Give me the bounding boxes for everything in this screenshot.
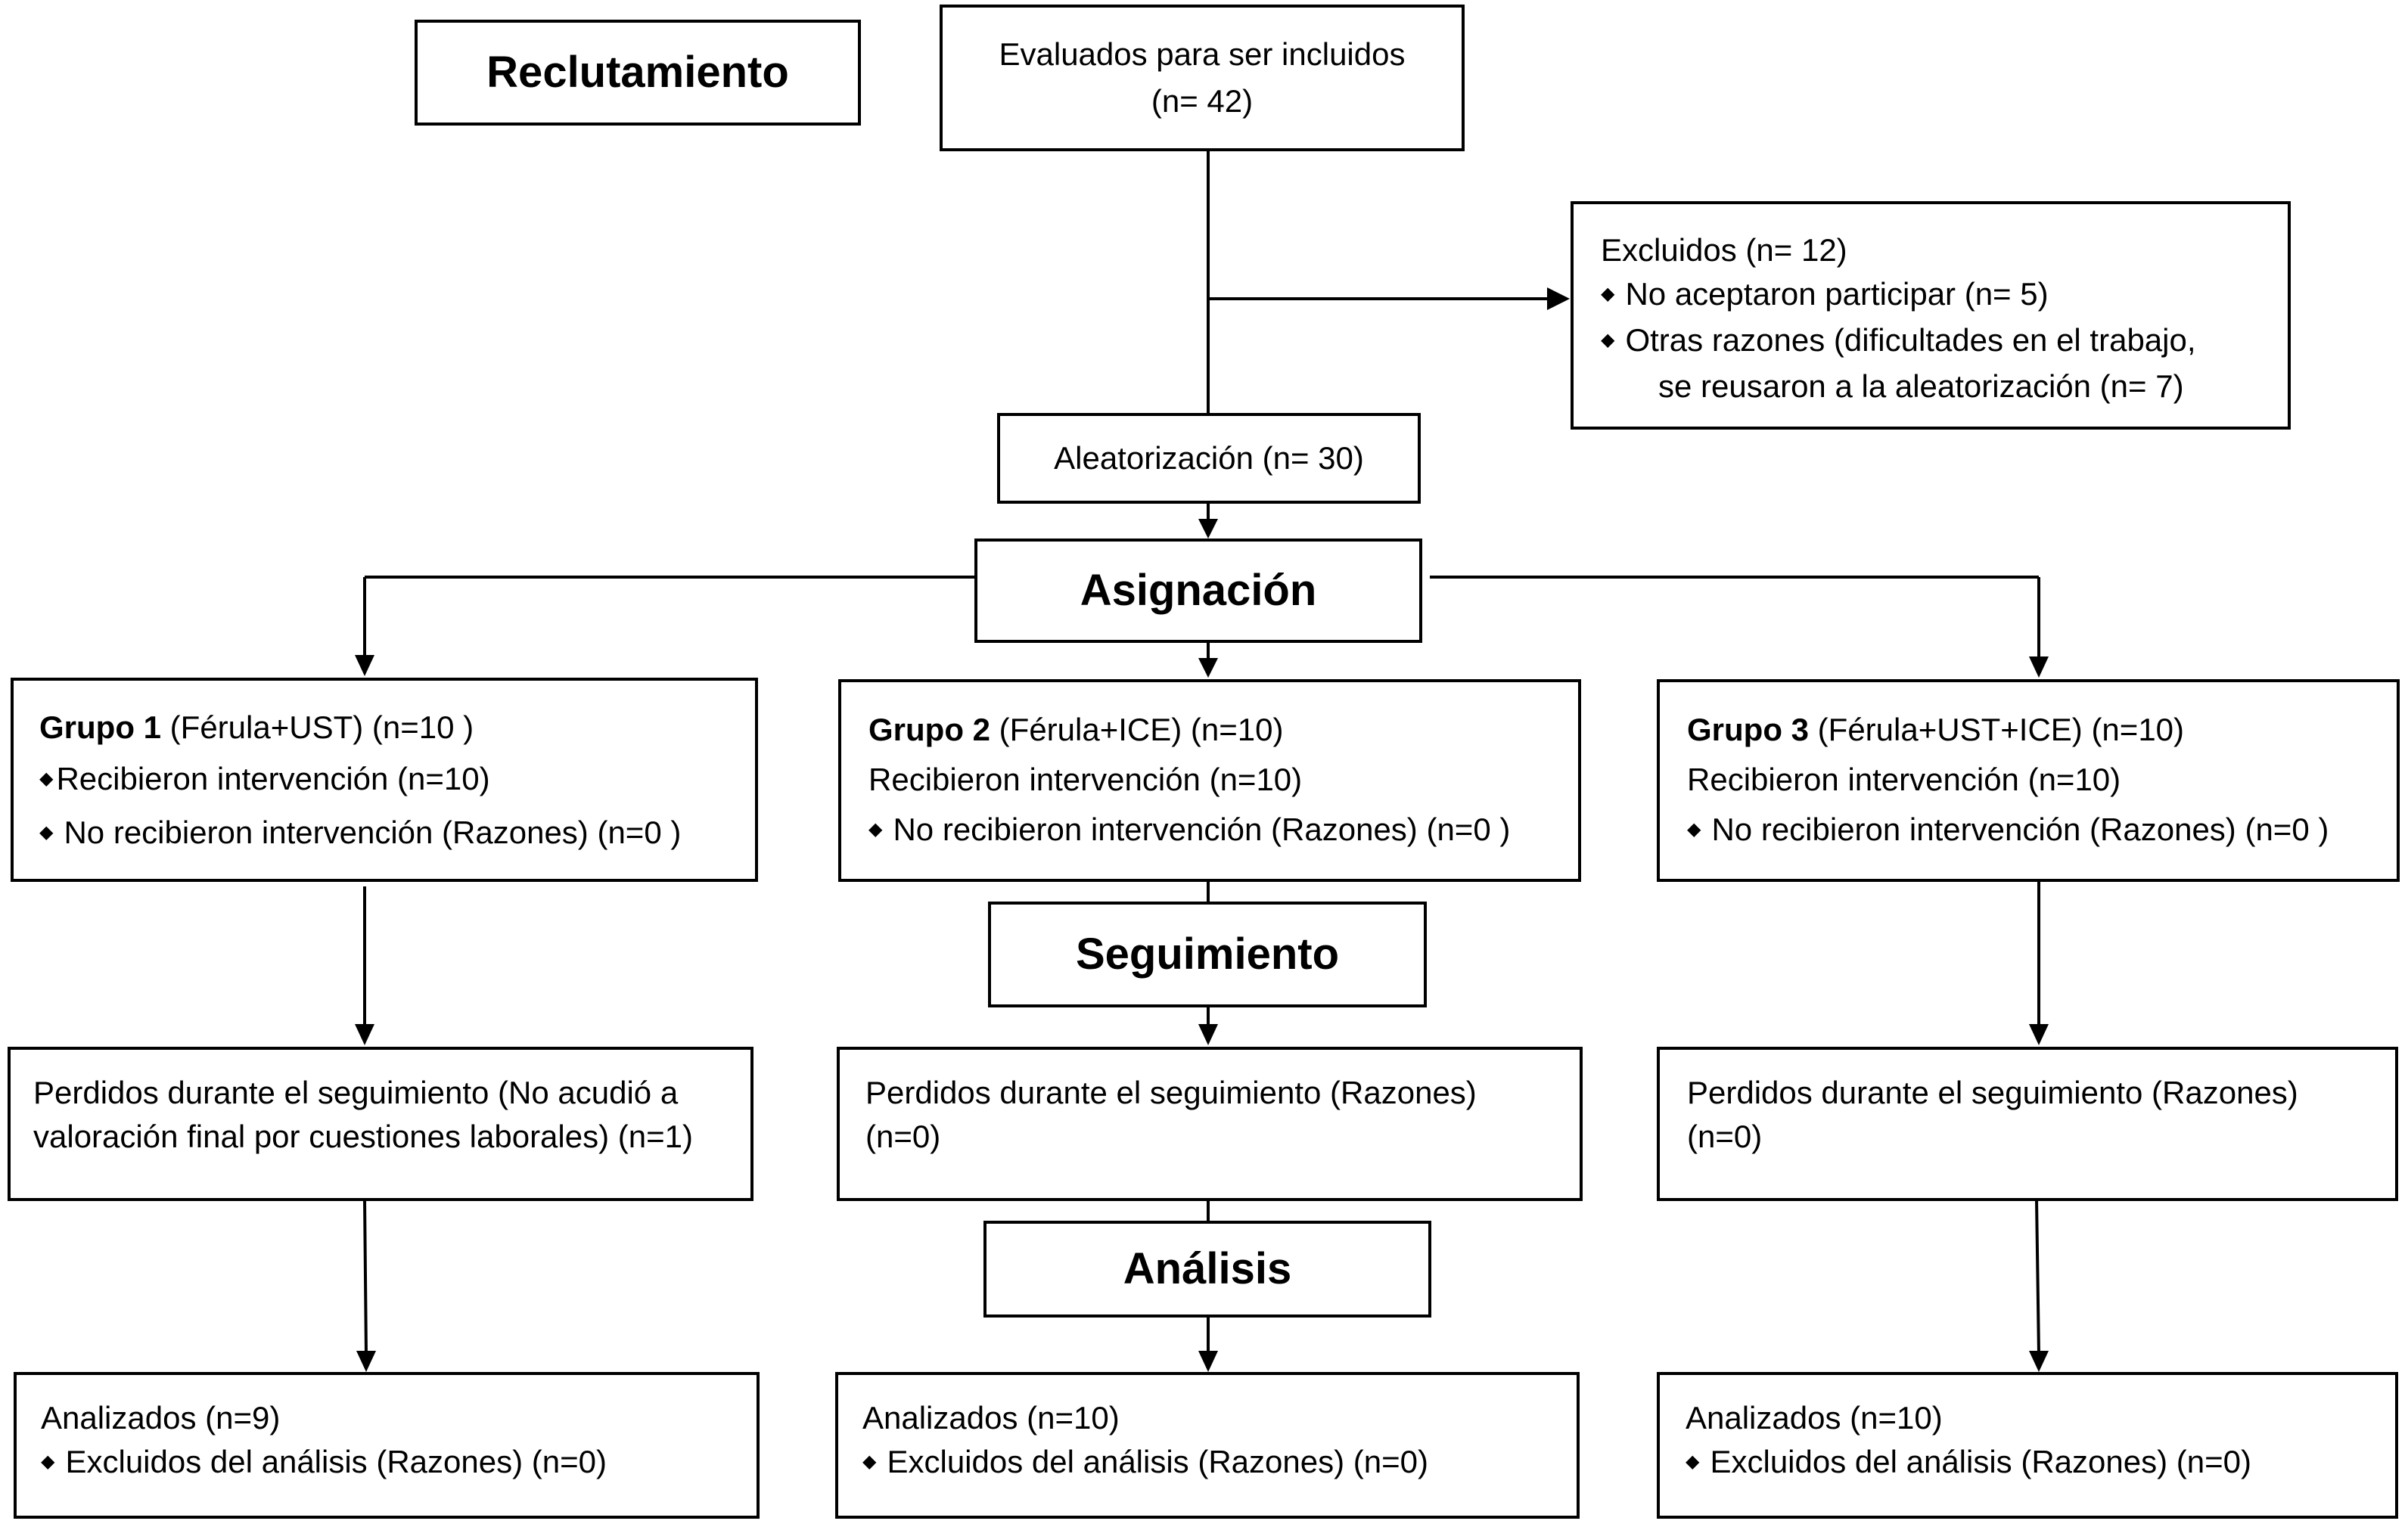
group-3-name: Grupo 3 xyxy=(1687,712,1810,747)
lost-2-box: Perdidos durante el seguimiento (Razones… xyxy=(837,1047,1583,1201)
group-2-box: Grupo 2 (Férula+ICE) (n=10) Recibieron i… xyxy=(838,679,1581,882)
lost-1-line-1: Perdidos durante el seguimiento (No acud… xyxy=(33,1075,679,1110)
group-1-not-received: ◆ No recibieron intervención (Razones) (n… xyxy=(39,807,755,861)
randomization-box: Aleatorización (n= 30) xyxy=(997,413,1421,504)
analyzed-3-box: Analizados (n=10) ◆ Excluidos del análisi… xyxy=(1657,1372,2398,1519)
analyzed-2-label: Analizados (n=10) xyxy=(862,1400,1120,1436)
stage-followup: Seguimiento xyxy=(988,902,1427,1007)
excluded-reason-1: ◆ No aceptaron participar (n= 5) xyxy=(1601,272,2288,318)
analyzed-2-excluded: ◆ Excluidos del análisis (Razones) (n=0) xyxy=(862,1440,1577,1486)
connector-lost1-to-analyzed1 xyxy=(363,1199,368,1355)
lost-2-line-2: (n=0) xyxy=(865,1119,941,1154)
arrow-to-lost-1 xyxy=(355,1024,374,1045)
bullet-icon: ◆ xyxy=(1686,1451,1700,1472)
analyzed-3-excluded: ◆ Excluidos del análisis (Razones) (n=0) xyxy=(1686,1440,2395,1486)
connector-lost3-to-analyzed3 xyxy=(2035,1199,2040,1355)
stage-recruitment-label: Reclutamiento xyxy=(486,48,789,97)
bullet-icon: ◆ xyxy=(1687,818,1701,840)
lost-3-line-2: (n=0) xyxy=(1687,1119,1763,1154)
analyzed-3-label: Analizados (n=10) xyxy=(1686,1400,1943,1436)
analyzed-1-box: Analizados (n=9) ◆ Excluidos del análisis… xyxy=(14,1372,760,1519)
stage-allocation-label: Asignación xyxy=(1080,566,1317,615)
arrow-to-analyzed-2 xyxy=(1198,1351,1218,1372)
bullet-icon: ◆ xyxy=(862,1451,877,1472)
stage-recruitment: Reclutamiento xyxy=(415,20,861,126)
arrow-to-analyzed-3 xyxy=(2029,1351,2049,1372)
arrow-to-analyzed-1 xyxy=(356,1351,376,1372)
group-1-name: Grupo 1 xyxy=(39,709,162,745)
group-3-box: Grupo 3 (Férula+UST+ICE) (n=10) Recibier… xyxy=(1657,679,2400,882)
group-3-not-received-text: No recibieron intervención (Razones) (n=… xyxy=(1711,812,2329,847)
assessed-label: Evaluados para ser incluidos xyxy=(999,36,1406,72)
bullet-icon: ◆ xyxy=(41,1451,55,1472)
excluded-reason-2-cont: se reusaron a la aleatorización (n= 7) xyxy=(1658,368,2184,404)
stage-followup-label: Seguimiento xyxy=(1075,930,1340,979)
arrow-to-excluded xyxy=(1547,287,1570,310)
analyzed-3-excluded-text: Excluidos del análisis (Razones) (n=0) xyxy=(1710,1444,2251,1479)
arrow-to-group-1 xyxy=(355,655,374,676)
lost-1-line-2: valoración final por cuestiones laborale… xyxy=(33,1119,693,1154)
assessed-box: Evaluados para ser incluidos (n= 42) xyxy=(940,5,1465,151)
bullet-icon: ◆ xyxy=(1601,283,1615,304)
arrow-to-allocation xyxy=(1198,519,1218,539)
group-1-received-text: Recibieron intervención (n=10) xyxy=(56,761,490,796)
bullet-icon: ◆ xyxy=(39,768,54,789)
group-1-detail: (Férula+UST) (n=10 ) xyxy=(161,709,474,745)
stage-analysis-label: Análisis xyxy=(1123,1244,1292,1293)
analyzed-2-excluded-text: Excluidos del análisis (Razones) (n=0) xyxy=(887,1444,1428,1479)
group-1-box: Grupo 1 (Férula+UST) (n=10 ) ◆Recibieron… xyxy=(11,678,758,882)
group-2-not-received: ◆ No recibieron intervención (Razones) (n… xyxy=(868,805,1578,857)
arrow-to-lost-2 xyxy=(1198,1024,1218,1045)
group-3-received: Recibieron intervención (n=10) xyxy=(1687,762,2121,797)
lost-1-box: Perdidos durante el seguimiento (No acud… xyxy=(8,1047,753,1201)
lost-3-box: Perdidos durante el seguimiento (Razones… xyxy=(1657,1047,2398,1201)
randomization-label: Aleatorización (n= 30) xyxy=(1054,440,1364,476)
excluded-reason-2-text: Otras razones (dificultades en el trabaj… xyxy=(1625,321,2196,358)
group-2-name: Grupo 2 xyxy=(868,712,991,747)
assessed-count: (n= 42) xyxy=(1151,83,1254,119)
analyzed-1-excluded: ◆ Excluidos del análisis (Razones) (n=0) xyxy=(41,1440,757,1486)
group-3-not-received: ◆ No recibieron intervención (Razones) (n… xyxy=(1687,805,2397,857)
group-2-detail: (Férula+ICE) (n=10) xyxy=(990,712,1284,747)
bullet-icon: ◆ xyxy=(39,821,54,843)
arrow-to-group-3 xyxy=(2029,656,2049,678)
excluded-reason-1-text: No aceptaron participar (n= 5) xyxy=(1625,276,2049,312)
group-2-not-received-text: No recibieron intervención (Razones) (n=… xyxy=(893,812,1511,847)
arrow-to-lost-3 xyxy=(2029,1024,2049,1045)
group-1-title: Grupo 1 (Férula+UST) (n=10 ) xyxy=(39,702,755,753)
bullet-icon: ◆ xyxy=(1601,329,1615,350)
group-1-not-received-text: No recibieron intervención (Razones) (n=… xyxy=(64,814,682,850)
analyzed-1-excluded-text: Excluidos del análisis (Razones) (n=0) xyxy=(65,1444,607,1479)
group-3-title: Grupo 3 (Férula+UST+ICE) (n=10) xyxy=(1687,705,2397,755)
analyzed-2-box: Analizados (n=10) ◆ Excluidos del análisi… xyxy=(835,1372,1580,1519)
bullet-icon: ◆ xyxy=(868,818,883,840)
analyzed-1-label: Analizados (n=9) xyxy=(41,1400,281,1436)
stage-analysis: Análisis xyxy=(983,1221,1431,1318)
group-2-received: Recibieron intervención (n=10) xyxy=(868,762,1303,797)
group-1-received: ◆Recibieron intervención (n=10) xyxy=(39,753,755,807)
excluded-box: Excluidos (n= 12) ◆ No aceptaron particip… xyxy=(1571,201,2291,430)
excluded-reason-2: ◆ Otras razones (dificultades en el traba… xyxy=(1601,318,2288,365)
excluded-title: Excluidos (n= 12) xyxy=(1601,232,1847,268)
arrow-to-group-2 xyxy=(1198,658,1218,678)
group-3-detail: (Férula+UST+ICE) (n=10) xyxy=(1809,712,2185,747)
lost-2-line-1: Perdidos durante el seguimiento (Razones… xyxy=(865,1075,1477,1110)
lost-3-line-1: Perdidos durante el seguimiento (Razones… xyxy=(1687,1075,2298,1110)
group-2-title: Grupo 2 (Férula+ICE) (n=10) xyxy=(868,705,1578,755)
stage-allocation: Asignación xyxy=(974,539,1422,643)
